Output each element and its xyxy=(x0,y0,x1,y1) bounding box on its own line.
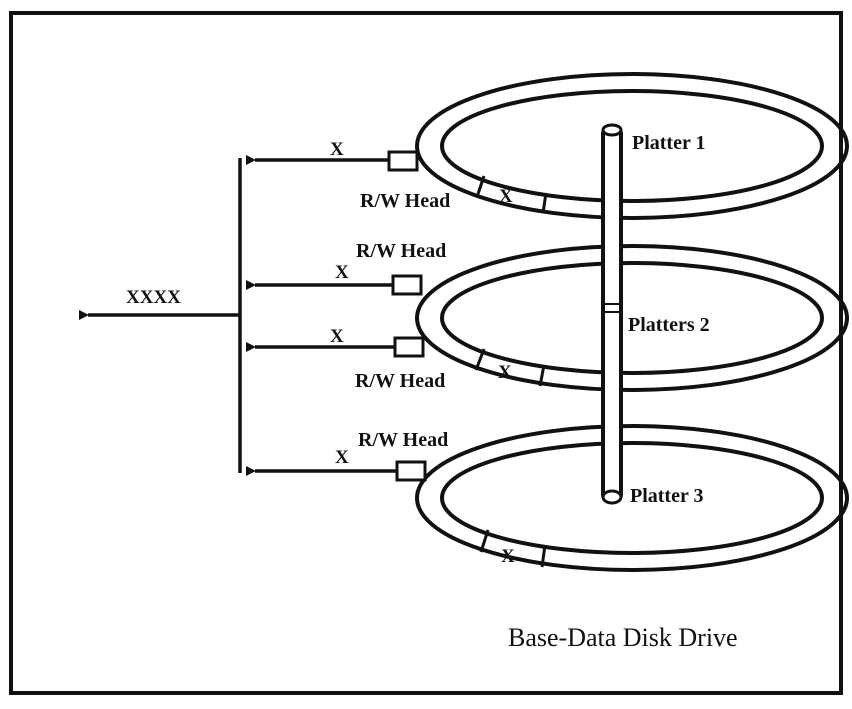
platter-1-outer-ring xyxy=(415,72,849,220)
head-3-line-label: X xyxy=(330,326,344,347)
sector-2: X xyxy=(474,348,546,387)
head-3-label: R/W Head xyxy=(355,370,445,392)
rw-head-3 xyxy=(393,336,425,358)
head-4-line-label: X xyxy=(335,447,349,468)
platter-1-inner-ring xyxy=(440,89,824,203)
head-2-line-label: X xyxy=(335,262,349,283)
diagram-caption: Base-Data Disk Drive xyxy=(508,623,738,652)
sector-1-label: X xyxy=(499,186,513,207)
rw-head-2 xyxy=(391,274,423,296)
spindle xyxy=(601,123,623,505)
platter-2 xyxy=(415,244,849,392)
platter-3-outer-ring xyxy=(415,424,849,572)
platter-2-label: Platters 2 xyxy=(628,314,710,336)
spindle-bottom-cap xyxy=(601,489,623,505)
sector-3: X xyxy=(479,529,547,568)
platter-2-outer-ring xyxy=(415,244,849,392)
platter-1 xyxy=(415,72,849,220)
head-4-label: R/W Head xyxy=(358,429,448,451)
head-1-label: R/W Head xyxy=(360,190,450,212)
spindle-shaft xyxy=(601,128,623,500)
platter-3 xyxy=(415,424,849,572)
platter-3-label: Platter 3 xyxy=(630,485,704,507)
platter-3-inner-ring xyxy=(440,441,824,555)
spindle-top-cap xyxy=(601,123,623,137)
sector-2-label: X xyxy=(498,362,512,383)
platter-1-label: Platter 1 xyxy=(632,132,706,154)
output-label: XXXX xyxy=(126,287,181,308)
sector-1: X xyxy=(476,175,548,214)
platter-2-inner-ring xyxy=(440,261,824,375)
head-2-label: R/W Head xyxy=(356,240,446,262)
sector-3-label: X xyxy=(501,546,515,567)
head-1-line-label: X xyxy=(330,139,344,160)
figure-frame xyxy=(9,11,843,695)
spindle-mid-mark xyxy=(603,303,621,313)
rw-head-4 xyxy=(395,460,427,482)
rw-head-1 xyxy=(387,150,419,172)
